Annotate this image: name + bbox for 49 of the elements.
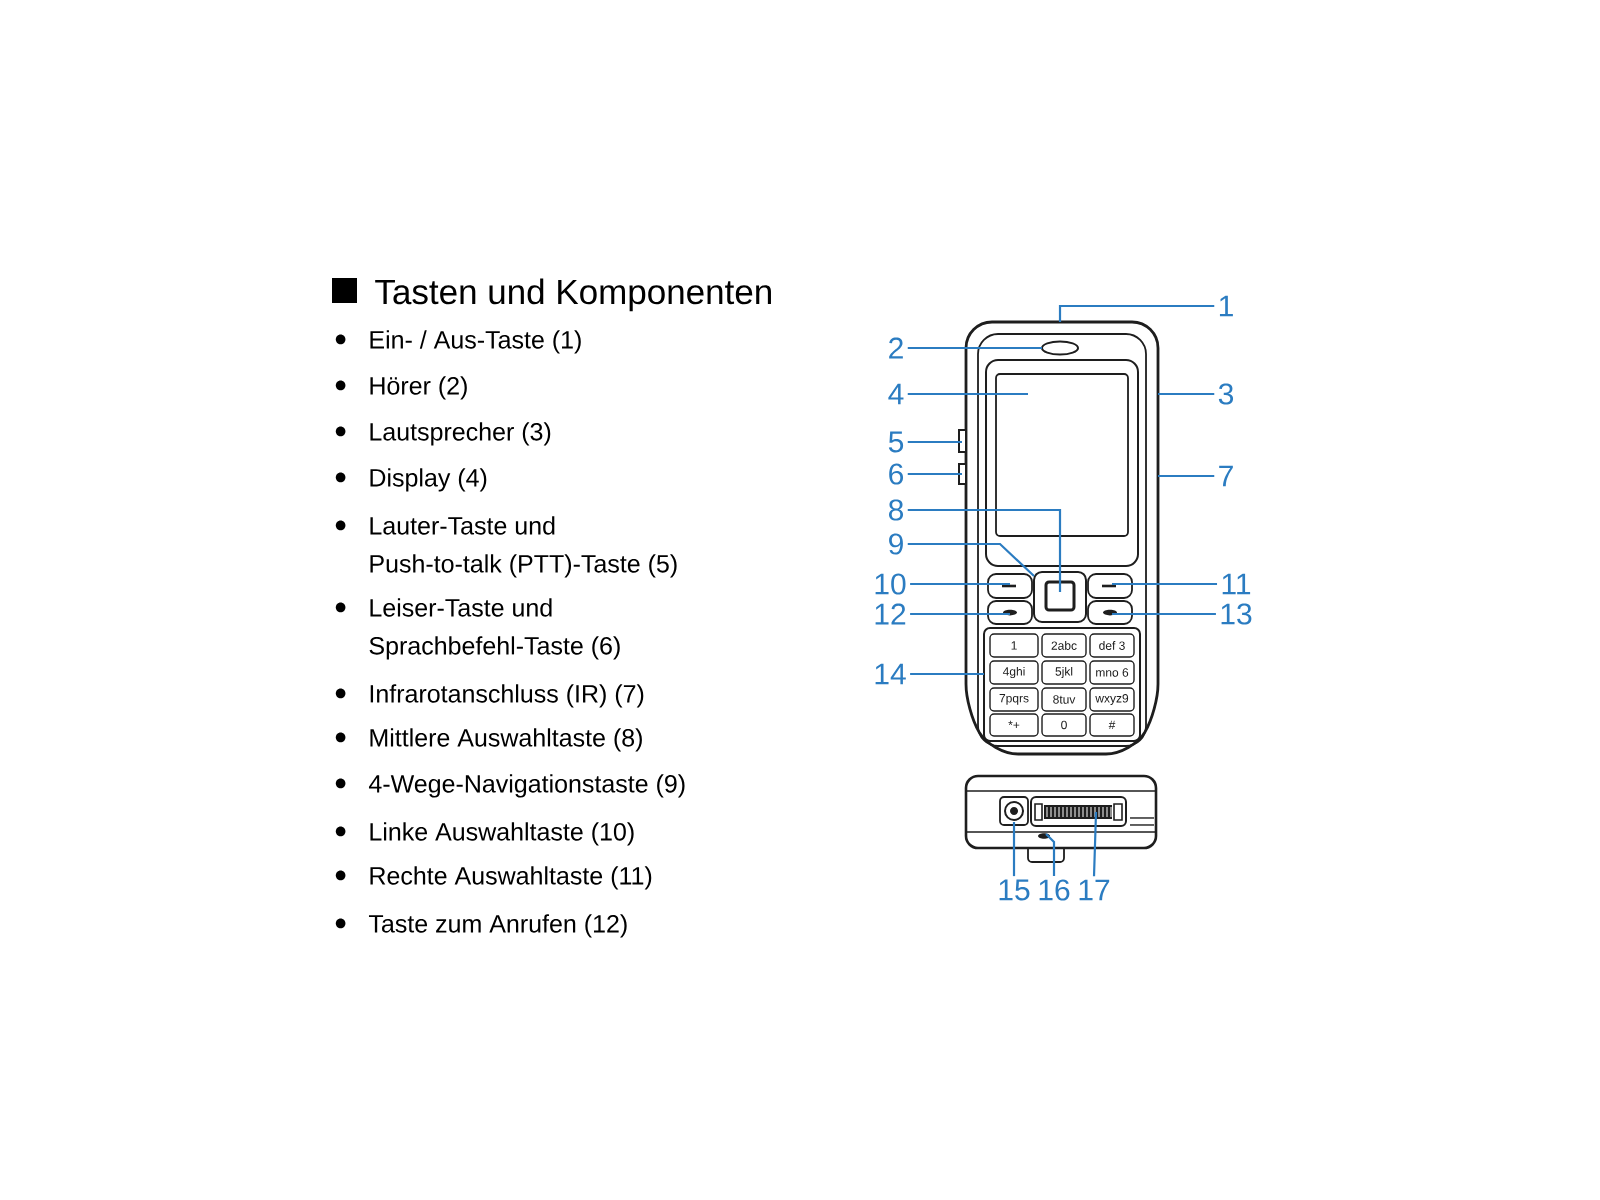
leader-line — [910, 582, 1010, 586]
list-item: Lautsprecher (3) — [370, 422, 551, 446]
callout-number: 14 — [875, 663, 906, 685]
list-item: Infrarotanschluss (IR) (7) — [370, 684, 644, 708]
leader-line — [907, 472, 962, 476]
leader-line — [1045, 833, 1056, 876]
callout-number: 16 — [1039, 879, 1070, 901]
list-item: Ein- / Aus-Taste (1) — [370, 330, 581, 354]
leader-line — [1112, 582, 1218, 586]
list-item: Rechte Auswahltaste (11) — [370, 866, 652, 890]
list-item: Linke Auswahltaste (10) — [370, 822, 634, 846]
phone-front-view — [958, 320, 1160, 756]
list-item: Mittlere Auswahltaste (8) — [370, 728, 642, 752]
callout-number: 1 — [1219, 295, 1233, 317]
leader-line — [907, 440, 962, 444]
title: Tasten und Komponenten — [375, 278, 771, 312]
callout-number: 9 — [889, 533, 903, 555]
leader-line — [1012, 822, 1016, 877]
callout-number: 11 — [1222, 573, 1251, 595]
list-item: Hörer (2) — [370, 376, 467, 400]
list-item: 4-Wege-Navigationstaste (9) — [369, 774, 685, 798]
callout-number: 7 — [1219, 465, 1233, 487]
leader-line — [1112, 612, 1216, 616]
phone-bottom-view — [964, 774, 1158, 863]
list-item: Lauter-Taste und Push-to-talk (PTT)-Taste (5) — [370, 516, 677, 578]
callout-number: 17 — [1079, 879, 1110, 901]
leader-line — [1158, 392, 1215, 396]
callout-number: 6 — [889, 463, 904, 485]
list-item: Leiser-Taste und Sprachbefehl-Taste (6) — [369, 598, 620, 660]
callout-number: 8 — [889, 499, 904, 521]
leader-line — [907, 508, 1062, 592]
leader-line — [910, 612, 1010, 616]
leader-line — [907, 392, 1028, 396]
leader-line — [1092, 811, 1098, 877]
callout-number: 10 — [875, 573, 906, 595]
callout-number: 15 — [999, 879, 1030, 901]
leader-line — [1158, 474, 1215, 478]
leader-line — [1058, 304, 1215, 322]
list-item: Taste zum Anrufen (12) — [369, 914, 627, 938]
leader-line — [907, 542, 1035, 577]
callout-number: 5 — [888, 431, 904, 453]
callout-number: 13 — [1221, 603, 1252, 625]
callout-number: 3 — [1218, 383, 1234, 405]
leader-line — [910, 672, 984, 676]
callout-number: 4 — [888, 383, 904, 405]
callout-number: 2 — [889, 337, 903, 359]
list-item: Display (4) — [370, 468, 487, 492]
leader-line — [907, 346, 1042, 350]
callout-number: 12 — [875, 603, 906, 625]
